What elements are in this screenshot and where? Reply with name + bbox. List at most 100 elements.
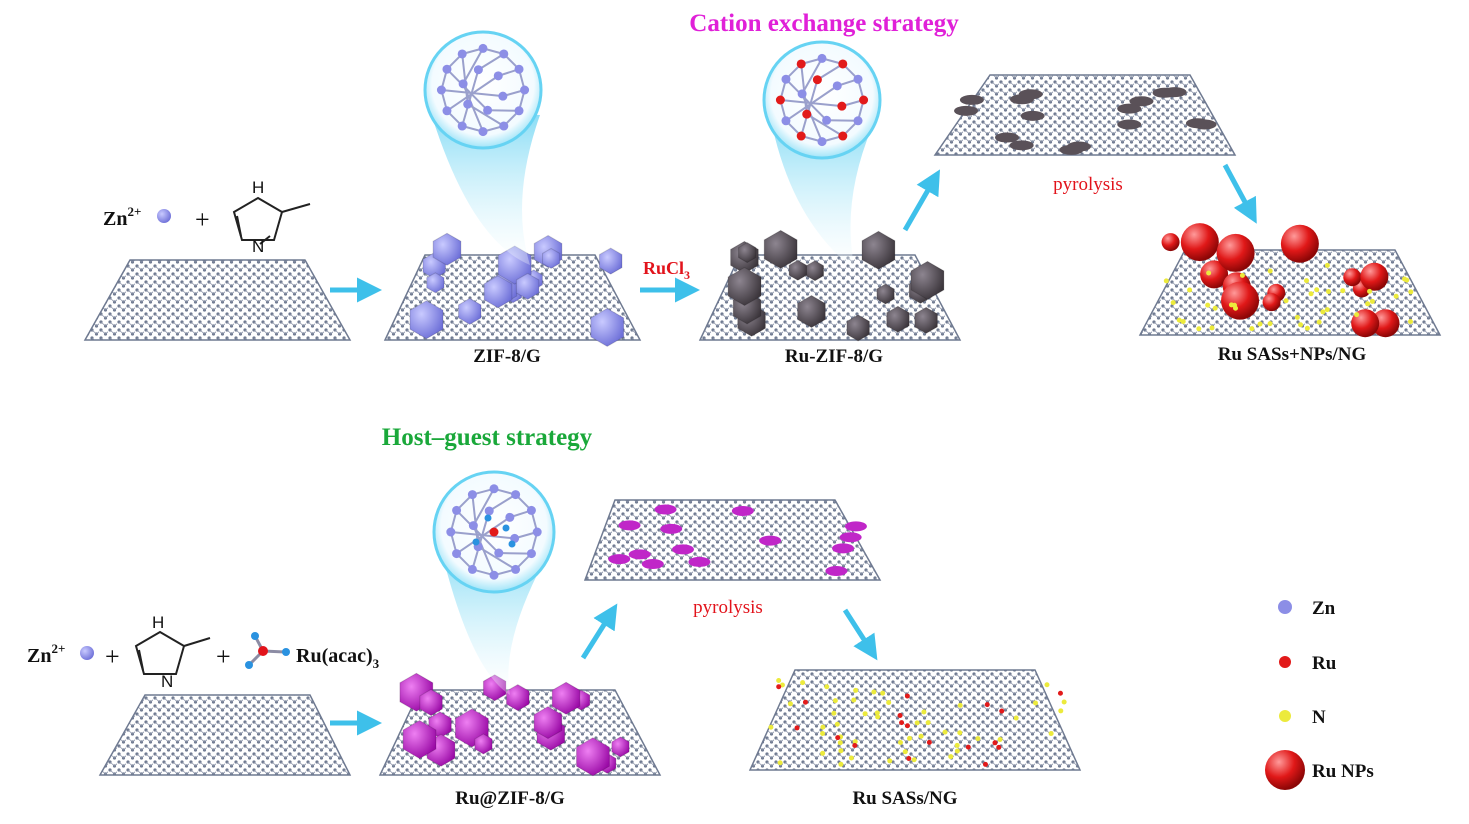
cage-node bbox=[458, 79, 468, 89]
label-ru-sass-ng: Ru SASs/NG bbox=[852, 788, 957, 809]
cage-guest-ligand bbox=[484, 514, 492, 522]
n-dopant-dot bbox=[1283, 298, 1289, 304]
cage-node bbox=[442, 64, 452, 74]
zif8-particle bbox=[426, 272, 445, 294]
2-methylimidazole-top bbox=[232, 196, 311, 245]
ru-nanoparticles bbox=[1161, 223, 1400, 338]
cage-node bbox=[493, 71, 503, 81]
ru-single-atom-dot bbox=[897, 713, 903, 719]
plus-1: + bbox=[195, 205, 210, 234]
zn-ion-label-top: Zn2+ bbox=[103, 204, 141, 230]
n-dopant-dot bbox=[1209, 325, 1215, 331]
ru-zif8-particle bbox=[846, 314, 870, 342]
imidazole-n-bottom: N bbox=[161, 672, 173, 691]
ru-single-atom-dot bbox=[965, 744, 971, 750]
label-zif8g: ZIF-8/G bbox=[473, 346, 541, 367]
ru-single-atom-dot bbox=[852, 742, 858, 748]
n-dopant-dot bbox=[820, 724, 826, 730]
cage-node bbox=[494, 548, 504, 558]
n-dopant-dot bbox=[997, 736, 1003, 742]
zif8-particle bbox=[409, 300, 444, 340]
zif8-particle bbox=[432, 232, 462, 266]
cage-node bbox=[467, 490, 477, 500]
ru-zif8-particle bbox=[805, 260, 825, 282]
ru-zif8-particle bbox=[727, 266, 762, 307]
zoom-cone-2 bbox=[770, 115, 875, 270]
ru-acac-molecule bbox=[245, 632, 290, 669]
arrow-up-bottom bbox=[580, 603, 618, 660]
ru-zif8-particle bbox=[738, 242, 757, 264]
imidazole-n-top: N bbox=[252, 237, 264, 256]
legend-ru-dot bbox=[1279, 656, 1291, 668]
n-dopant-dot bbox=[1061, 699, 1067, 705]
cage-node bbox=[526, 505, 536, 515]
zif8-particle bbox=[590, 307, 625, 347]
cage-node bbox=[859, 95, 869, 105]
n-dopant-dot bbox=[897, 739, 903, 745]
imidazole-h-top: H bbox=[252, 178, 264, 197]
ru-zif8-dark-particles bbox=[727, 229, 945, 342]
label-ru-at-zif8g: Ru@ZIF-8/G bbox=[455, 788, 565, 809]
zn-ion-label-bottom: Zn2+ bbox=[27, 641, 65, 667]
n-dopant-dot bbox=[1058, 708, 1064, 714]
cage-node bbox=[473, 65, 483, 75]
n-dopant-dot bbox=[1304, 325, 1310, 331]
ru-at-zif8-particle bbox=[402, 719, 437, 760]
n-dopant-dot bbox=[1267, 321, 1273, 327]
n-dopant-dot bbox=[862, 711, 868, 717]
legend-ru-label: Ru bbox=[1312, 653, 1337, 674]
ru-nanoparticle bbox=[1371, 309, 1400, 338]
ru-zif8-particle bbox=[886, 305, 910, 333]
n-dopant-dot bbox=[768, 724, 774, 730]
n-dopant-dot bbox=[957, 702, 963, 708]
ru-single-atom-dot bbox=[906, 756, 912, 762]
cage-node bbox=[452, 505, 462, 515]
collapsed-particle bbox=[1117, 103, 1142, 114]
n-dopant-dot bbox=[1326, 289, 1332, 295]
cage-node bbox=[781, 74, 791, 84]
cage-node bbox=[467, 564, 477, 574]
cage-node bbox=[511, 490, 521, 500]
cage-node bbox=[797, 89, 807, 99]
n-dopant-dot bbox=[1033, 700, 1039, 706]
cage-node bbox=[505, 512, 515, 522]
n-dopant-dot bbox=[948, 754, 954, 760]
n-dopant-dot bbox=[1316, 319, 1322, 325]
ru-single-atom-dot bbox=[899, 720, 905, 726]
n-dopant-dot bbox=[800, 680, 806, 686]
n-dopant-dot bbox=[1239, 272, 1245, 278]
cage-node bbox=[499, 121, 509, 131]
cage-node bbox=[838, 131, 848, 141]
n-dopant-dot bbox=[957, 730, 963, 736]
legend-zn-label: Zn bbox=[1312, 598, 1336, 619]
ru-single-atom-dot bbox=[794, 725, 800, 731]
n-dopant-dot bbox=[874, 710, 880, 716]
ru-nanoparticle bbox=[1216, 233, 1255, 272]
collapsed-particle bbox=[1020, 110, 1045, 121]
ru-nanoparticle bbox=[1161, 233, 1180, 252]
collapsed-particle bbox=[671, 544, 694, 555]
n-dopant-dot bbox=[787, 701, 793, 707]
n-dopant-dot bbox=[1408, 289, 1414, 295]
cage-node bbox=[489, 570, 499, 580]
n-dopant-dot bbox=[838, 761, 844, 767]
legend-zn-dot bbox=[1278, 600, 1292, 614]
ru-nanoparticle bbox=[1280, 224, 1319, 263]
pyrolysis-dark-particles bbox=[954, 87, 1217, 155]
ru-single-atom-dot bbox=[999, 708, 1005, 714]
n-dopant-dot bbox=[887, 758, 893, 764]
ru-nanoparticle bbox=[1360, 262, 1389, 291]
ru-at-zif8-particle bbox=[551, 681, 581, 715]
n-dopant-dot bbox=[776, 677, 782, 683]
cage-node bbox=[457, 49, 467, 59]
cage-node bbox=[446, 527, 456, 537]
n-dopant-dot bbox=[1304, 278, 1310, 284]
step-rucl3: RuCl3 bbox=[643, 258, 690, 282]
n-dopant-dot bbox=[1367, 288, 1373, 294]
zif8-blue-particles bbox=[409, 232, 625, 347]
ru-at-zif8-cage-zoom bbox=[432, 470, 556, 594]
step-pyrolysis-top: pyrolysis bbox=[1053, 174, 1123, 195]
collapsed-particle bbox=[959, 94, 984, 105]
ru-nanoparticle bbox=[1180, 223, 1219, 262]
